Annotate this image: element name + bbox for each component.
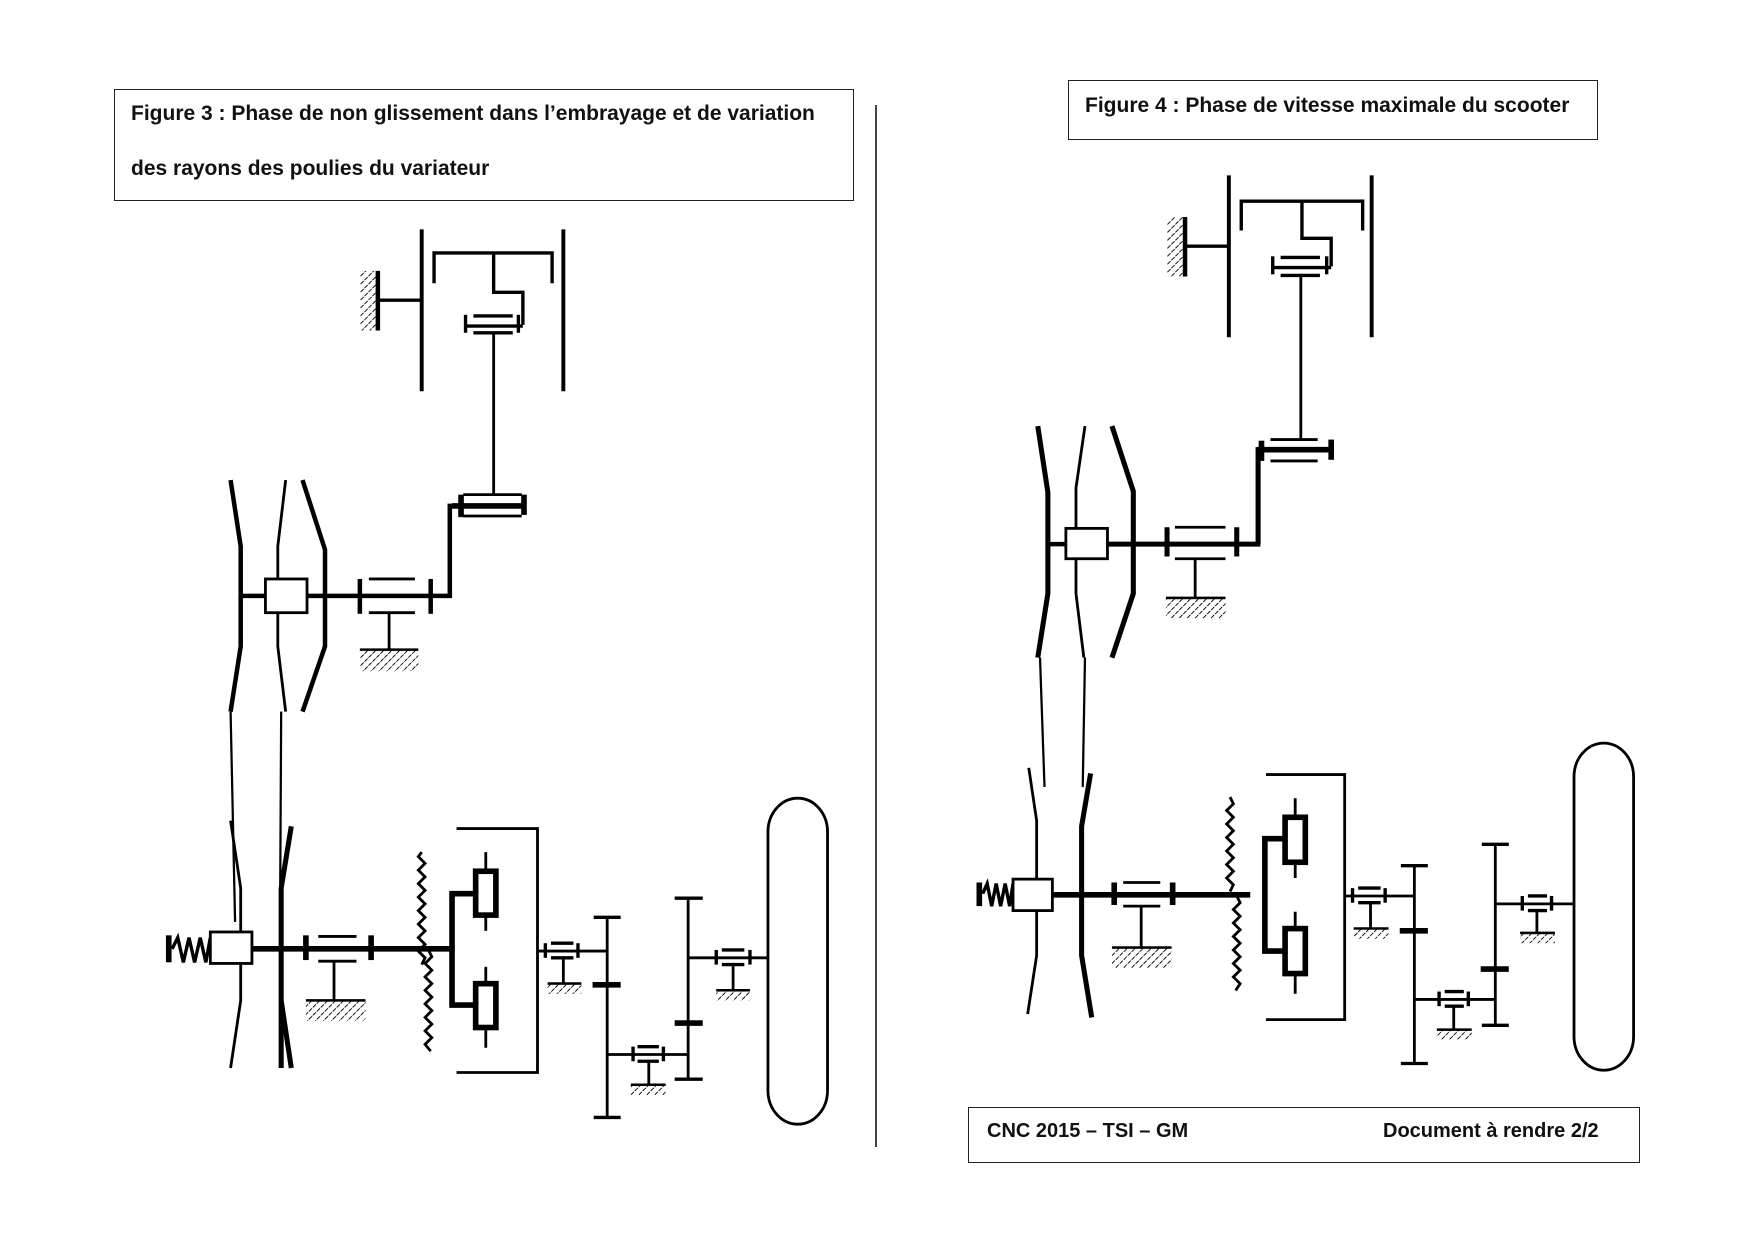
bearing-icon [463,314,523,335]
gear-icon [1344,863,1428,1066]
gear-icon [537,915,621,1120]
hatched-ground-icon [1520,934,1555,944]
figure-3-title-box: Figure 3 : Phase de non glissement dans … [114,89,854,201]
hatched-ground-icon [1165,599,1226,619]
slider-box [208,930,254,965]
wheel-icon [1572,741,1635,1072]
figure-3-title-line1: Figure 3 : Phase de non glissement dans … [131,102,815,125]
footer-left-label: CNC 2015 – TSI – GM [987,1120,1189,1142]
bearing-icon [688,948,770,1001]
ring-gear [1231,895,1243,992]
page-divider [875,105,877,1147]
hatched-ground-icon [359,650,419,672]
frame-ground-top [359,270,421,331]
hatched-ground-icon [547,984,582,994]
clutch-bell-lower [456,827,539,1074]
bearing-icon [1495,894,1575,944]
bearing-icon [452,493,527,518]
gear-icon [607,896,703,1095]
ring-gear [423,949,434,1053]
frame-ground-top [1167,216,1228,277]
hatched-ground-icon [359,270,378,331]
figure-3-title-line2: des rayons des poulies du variateur [131,157,490,180]
figure-4-diagram [976,175,1635,1072]
hatched-ground-icon [716,991,750,1001]
figure-3-diagram [165,229,829,1126]
variator-pulley-icon [1035,425,1269,659]
gear-icon [1414,842,1509,1040]
belt [229,711,283,922]
variator-pulley-icon [1026,767,1095,1018]
wheel-icon [766,796,829,1126]
damper-icon [449,852,499,1048]
bearing-icon [1256,438,1334,463]
hatched-ground-icon [305,1001,366,1021]
clutch-icon [419,229,566,392]
bearing-icon [303,935,374,1021]
hatched-ground-icon [1353,929,1389,939]
hatched-ground-icon [1111,948,1172,968]
bearing-icon [1271,255,1332,278]
damper-icon [1262,798,1309,994]
hatched-ground-icon [630,1085,666,1095]
hatched-ground-icon [1436,1030,1472,1040]
ring-gear [416,851,428,966]
belt [1038,657,1087,787]
ring-gear [1224,796,1236,893]
slider-box [1011,877,1054,913]
clutch-bell-lower [1265,773,1347,1022]
figure-4-title: Figure 4 : Phase de vitesse maximale du … [1085,94,1570,117]
spring-icon [976,878,1015,907]
variator-pulley-icon [228,479,464,713]
footer-box: CNC 2015 – TSI – GM Document à rendre 2/… [968,1107,1640,1163]
variator-pulley-icon [229,820,294,1069]
slider-box [1064,526,1109,561]
spring-icon [165,932,213,963]
figure-4-title-box: Figure 4 : Phase de vitesse maximale du … [1068,80,1598,140]
slider-box [264,577,309,615]
clutch-icon [1226,175,1374,338]
hatched-ground-icon [1167,216,1186,277]
bearing-icon [1111,881,1176,968]
footer-right-label: Document à rendre 2/2 [1383,1120,1599,1142]
